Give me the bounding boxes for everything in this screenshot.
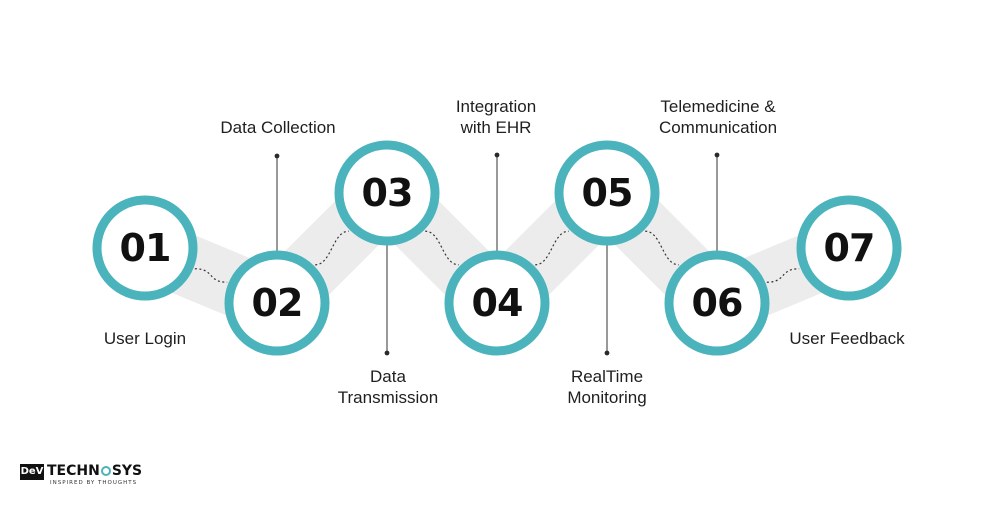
- step-circle-07: [796, 195, 902, 301]
- step-number-07: 07: [824, 226, 875, 270]
- dotted-link-2: [315, 230, 349, 266]
- step-circle-03: [334, 140, 440, 246]
- step-number-01: 01: [120, 226, 171, 270]
- step-circle-05: [554, 140, 660, 246]
- dotted-link-5: [645, 230, 679, 266]
- leader-dot-bottom-3: [384, 350, 390, 356]
- step-label-03: Data Transmission: [337, 367, 439, 407]
- dotted-link-6: [766, 268, 800, 283]
- step-label-02: Data Collection: [220, 118, 336, 137]
- step-number-05: 05: [582, 171, 633, 215]
- logo-badge: DeV: [20, 464, 44, 480]
- step-circle-06: [664, 250, 770, 356]
- logo-o-icon: [100, 466, 111, 476]
- leader-dot-top-4: [494, 152, 500, 158]
- logo-word-prefix: TECHN: [47, 463, 100, 479]
- dotted-link-3: [425, 230, 459, 266]
- dotted-link-1: [194, 268, 228, 283]
- step-number-03: 03: [362, 171, 413, 215]
- step-number-06: 06: [692, 281, 743, 325]
- dotted-link-4: [535, 230, 569, 266]
- step-number-02: 02: [252, 281, 303, 325]
- step-circle-04: [444, 250, 550, 356]
- logo-tagline: INSPIRED BY THOUGHTS: [50, 480, 138, 486]
- logo-word-suffix: SYS: [111, 463, 143, 479]
- leader-dot-bottom-5: [604, 350, 610, 356]
- step-label-04: Integration with EHR: [455, 97, 537, 137]
- logo-wordmark: TECHN SYS: [47, 463, 142, 479]
- leader-dot-top-2: [274, 153, 280, 159]
- step-label-07: User Feedback: [789, 329, 905, 348]
- step-label-01: User Login: [103, 329, 187, 348]
- brand-logo: DeV TECHN SYS INSPIRED BY THOUGHTS: [20, 462, 142, 488]
- step-label-06: Telemedicine & Communication: [658, 97, 778, 137]
- step-circle-01: [92, 195, 198, 301]
- step-number-04: 04: [472, 281, 523, 325]
- leader-dot-top-6: [714, 152, 720, 158]
- step-label-05: RealTime Monitoring: [567, 367, 647, 407]
- step-circle-02: [224, 250, 330, 356]
